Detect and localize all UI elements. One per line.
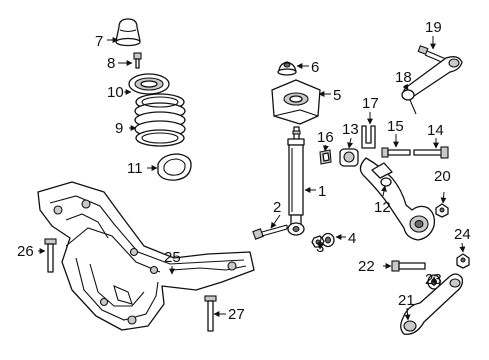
callout-22: 22 [358,258,375,275]
callout-9: 9 [115,120,123,137]
lower-arm-bolt-part [391,260,426,272]
callout-19: 19 [425,19,442,36]
knuckle-arm-part [359,157,436,241]
flange-nut-part [456,253,470,269]
callout-2: 2 [273,199,281,216]
callout-26: 26 [17,243,34,260]
callout-labels: 7 8 10 9 11 6 5 1 2 3 4 16 13 17 15 14 1… [17,19,471,323]
callout-18: 18 [395,69,412,86]
callout-27: 27 [228,306,245,323]
shock-mount-nut-part [277,61,297,76]
knuckle-long-bolt-part [413,146,449,159]
callout-12: 12 [374,199,391,216]
knuckle-bolt-part [381,147,411,158]
u-bracket-part [361,125,376,149]
coil-spring-part [134,93,186,147]
callout-21: 21 [398,292,415,309]
callout-13: 13 [342,121,359,138]
callout-10: 10 [107,84,124,101]
spring-insulator-part [128,73,170,95]
shock-washer-part [321,232,335,248]
callout-5: 5 [333,87,341,104]
rear-subframe-part [37,181,255,331]
callout-14: 14 [427,122,444,139]
leader-lines [38,36,466,321]
knuckle-bushing-part [319,149,332,165]
subframe-bolt-right-part [204,295,217,332]
callout-25: 25 [164,249,181,266]
upper-shock-mount-part [271,79,321,125]
shock-absorber-part [287,126,305,236]
callout-24: 24 [454,226,471,243]
callout-23: 23 [425,271,442,288]
upper-mount-bolt-part [133,52,142,69]
callout-7: 7 [95,33,103,50]
callout-3: 3 [316,239,324,256]
shock-lower-bolt-part [252,224,288,240]
knuckle-nut-part [435,203,449,218]
callout-11: 11 [127,160,143,177]
control-arm-bushing-part [339,148,359,167]
lower-control-arm-part [400,273,464,335]
callout-20: 20 [434,168,451,185]
upper-lateral-link-part [401,56,463,115]
callout-1: 1 [318,183,326,200]
callout-4: 4 [348,230,356,247]
subframe-bolt-left-part [44,238,57,273]
callout-6: 6 [311,59,319,76]
bump-stop-part [115,18,141,47]
callout-15: 15 [387,118,404,135]
callout-17: 17 [362,95,379,112]
callout-16: 16 [317,129,334,146]
lower-spring-insulator-part [157,153,192,181]
callout-8: 8 [107,55,115,72]
